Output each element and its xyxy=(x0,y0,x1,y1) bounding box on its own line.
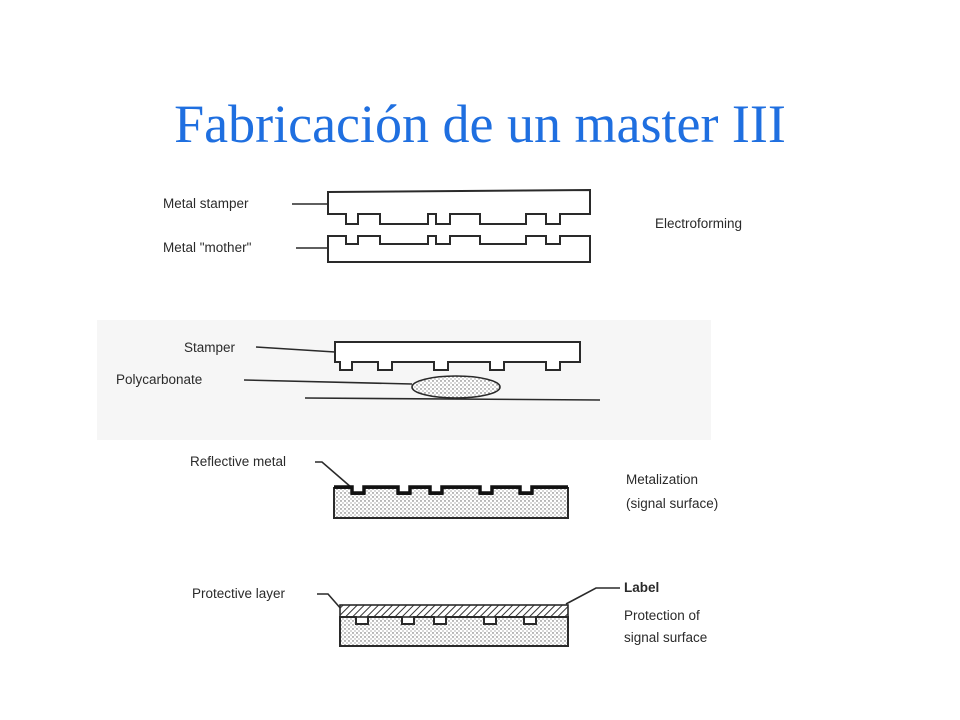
electroforming-panel: Metal stamper Metal "mother" Electroform… xyxy=(163,188,742,263)
reflective-metal-leader xyxy=(315,461,353,489)
polycarbonate-leader xyxy=(243,379,413,385)
stamper-leader xyxy=(255,346,336,353)
label-label: Label xyxy=(624,580,659,595)
stamper-label: Stamper xyxy=(184,340,236,355)
metal-mother-label: Metal "mother" xyxy=(163,240,252,255)
metalization-panel: Reflective metal Metalization (signal su… xyxy=(190,454,718,519)
protective-layer-shape xyxy=(339,604,569,618)
protective-layer-label: Protective layer xyxy=(192,586,286,601)
label-leader xyxy=(565,587,620,605)
protection-step-line1: Protection of xyxy=(624,608,700,623)
metalization-step-line2: (signal surface) xyxy=(626,496,718,511)
metal-stamper-shape xyxy=(327,188,591,225)
reflective-metal-label: Reflective metal xyxy=(190,454,286,469)
mold-base-line xyxy=(304,397,601,401)
molding-panel: Stamper Polycarbonate xyxy=(97,320,711,440)
slide-title: Fabricación de un master III xyxy=(174,94,786,154)
reflective-metal-layer xyxy=(334,485,568,495)
molding-panel-background xyxy=(97,320,711,440)
metal-stamper-label: Metal stamper xyxy=(163,196,249,211)
metal-mother-shape xyxy=(327,235,591,263)
polycarbonate-label: Polycarbonate xyxy=(116,372,202,387)
protection-panel: Protective layer Label Protection of sig… xyxy=(192,580,707,647)
protection-step-line2: signal surface xyxy=(624,630,707,645)
protective-layer-leader xyxy=(317,593,343,611)
electroforming-step-label: Electroforming xyxy=(655,216,742,231)
stamper-shape xyxy=(334,341,581,371)
polycarbonate-pellet xyxy=(411,375,501,399)
metalization-step-line1: Metalization xyxy=(626,472,698,487)
protected-substrate xyxy=(339,616,569,647)
